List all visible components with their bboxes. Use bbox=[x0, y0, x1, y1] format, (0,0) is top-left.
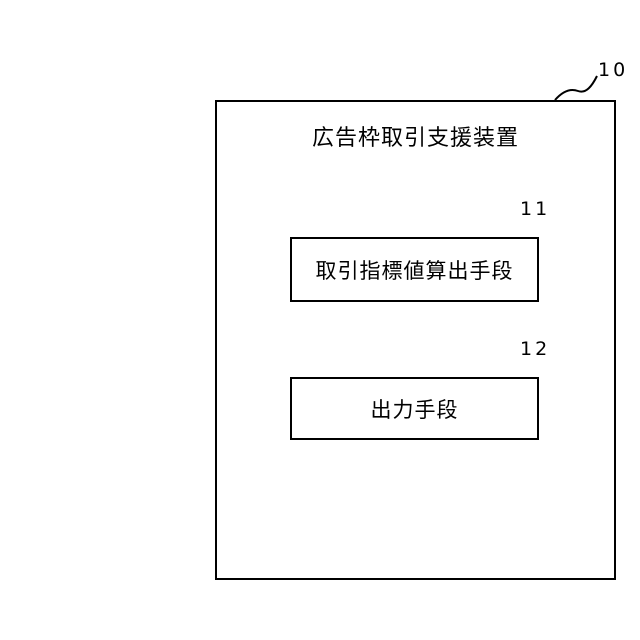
device-box: 広告枠取引支援装置 bbox=[215, 100, 616, 580]
transaction-index-calculation-label: 取引指標値算出手段 bbox=[292, 239, 537, 300]
transaction-index-calculation-block: 取引指標値算出手段 bbox=[290, 237, 539, 302]
output-block: 出力手段 bbox=[290, 377, 539, 440]
device-title: 広告枠取引支援装置 bbox=[217, 120, 614, 152]
output-label: 出力手段 bbox=[292, 379, 537, 438]
leader-line-10 bbox=[555, 76, 597, 100]
ref-number-11: 11 bbox=[520, 200, 550, 219]
ref-number-10: 10 bbox=[598, 61, 628, 80]
ref-number-12: 12 bbox=[520, 340, 550, 359]
